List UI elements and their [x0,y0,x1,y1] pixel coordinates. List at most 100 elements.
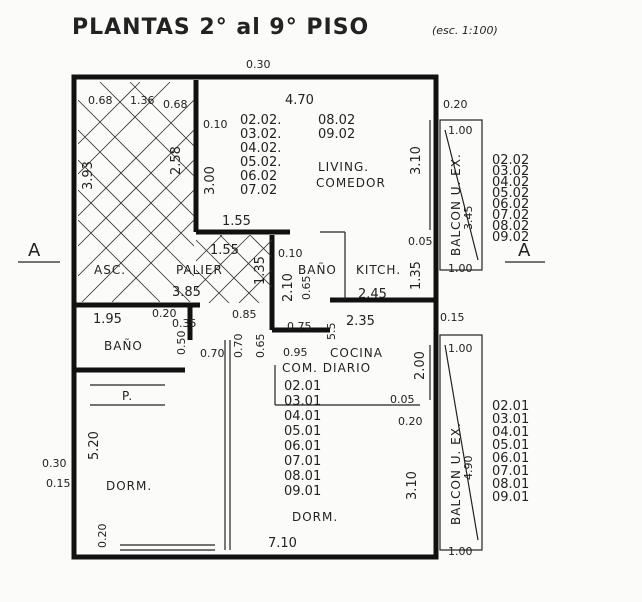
dim-label: 0.30 [42,457,67,470]
dim-label: 1.95 [93,312,122,327]
dim-label: 0.20 [96,524,109,549]
unit-number: 03.02 [492,164,529,179]
dim-label: 7.10 [268,536,297,551]
unit-number: 08.01 [284,469,321,484]
dim-label: 1.00 [448,124,473,137]
dim-label: 1.55 [222,214,251,229]
dim-label: 3.10 [409,146,424,175]
dim-label: 0.75 [287,320,312,333]
dim-label: 1.35 [409,261,424,290]
dim-label: 0.20 [443,98,468,111]
dim-label: 0.70 [200,347,225,360]
unit-number: 06.02 [492,197,529,212]
dim-label: 0.05 [390,393,415,406]
dim-label: 1.55 [210,243,239,258]
section-marker-right: A [505,240,545,263]
dim-label: 0.10 [278,247,303,260]
dim-label: 0.15 [46,477,71,490]
unit-number: 06.02 [240,169,277,184]
room-label-kitch: KITCH. [356,263,401,277]
dim-label: 4.90 [462,456,475,481]
room-label-bano-upper: BAÑO [298,262,337,277]
room-label-dorm-left: DORM. [106,479,152,493]
svg-text:A: A [28,240,41,261]
unit-number: 02.01 [284,379,321,394]
unit-number: 08.02 [492,219,529,234]
dim-label: 1.35 [253,256,268,285]
svg-text:A: A [518,240,531,261]
dim-label: 0.95 [283,346,308,359]
dim-label: 2.00 [413,351,428,380]
dim-label: 5.20 [87,431,102,460]
balcony-label-upper: BALCON U. EX. [449,153,463,256]
unit-number: 08.01 [492,477,529,492]
dim-label: 0.68 [88,94,113,107]
room-label-asc: ASC. [94,263,126,277]
unit-number: 05.02. [240,155,281,170]
dim-label: 0.15 [440,311,465,324]
unit-number: 04.01 [284,409,321,424]
room-label-living: LIVING. [318,160,369,174]
unit-number: 05.02 [492,186,529,201]
dim-label: 2.10 [281,273,296,302]
unit-number: 05.01 [284,424,321,439]
stair-hatch [78,82,272,303]
balcony-upper [439,119,483,271]
dim-label: 0.05 [408,235,433,248]
unit-number: 03.01 [492,412,529,427]
unit-number: 02.02 [492,153,529,168]
dim-label: 0.10 [203,118,228,131]
dim-label: 1.00 [448,342,473,355]
unit-number: 07.01 [284,454,321,469]
room-label-p: P. [122,389,133,403]
unit-number: 09.02 [318,127,355,142]
dim-label: 2.58 [169,146,184,175]
unit-number: 07.02 [492,208,529,223]
dim-label: 3.10 [405,471,420,500]
dimension-labels: 0.30 4.70 0.68 1.36 0.68 0.10 0.20 1.00 … [42,58,473,558]
dim-label: 2.35 [346,314,375,329]
room-label-cocina: COCINA [330,346,383,360]
dim-label: 0.20 [398,415,423,428]
unit-number: 06.01 [492,451,529,466]
unit-number: 02.01 [492,399,529,414]
dim-label: 1.00 [448,262,473,275]
dim-label: 0.30 [246,58,271,71]
room-labels: LIVING. COMEDOR ASC. PALIER BAÑO KITCH. … [94,153,475,525]
unit-number: 04.02 [492,175,529,190]
room-label-comedor: COMEDOR [316,176,386,190]
plan-title: PLANTAS 2° al 9° PISO [72,15,369,40]
dim-label: 5.5 [325,323,338,341]
dim-label: 0.35 [172,317,197,330]
dim-label: 3.45 [462,206,475,231]
dim-label: 0.85 [232,308,257,321]
dim-label: 0.65 [254,334,267,359]
unit-number: 09.01 [492,490,529,505]
unit-number: 09.01 [284,484,321,499]
unit-number: 07.01 [492,464,529,479]
unit-number: 07.02 [240,183,277,198]
plan-scale: (esc. 1:100) [432,24,498,37]
room-label-palier: PALIER [176,263,223,277]
balcony-lower [439,334,483,551]
dim-label: 1.00 [448,545,473,558]
unit-number: 05.01 [492,438,529,453]
section-marker-left: A [18,240,60,263]
dim-label: 0.70 [232,334,245,359]
outer-walls [71,74,439,560]
room-label-com-diario: COM. DIARIO [282,361,371,375]
unit-number: 09.02 [492,230,529,245]
room-label-bano-lower: BAÑO [104,338,143,353]
balcony-label-lower: BALCON U. EX. [449,422,463,525]
unit-number: 03.01 [284,394,321,409]
dim-label: 3.85 [172,285,201,300]
dim-label: 0.68 [163,98,188,111]
unit-number: 03.02. [240,127,281,142]
unit-number: 02.02. [240,113,281,128]
unit-number: 04.02. [240,141,281,156]
